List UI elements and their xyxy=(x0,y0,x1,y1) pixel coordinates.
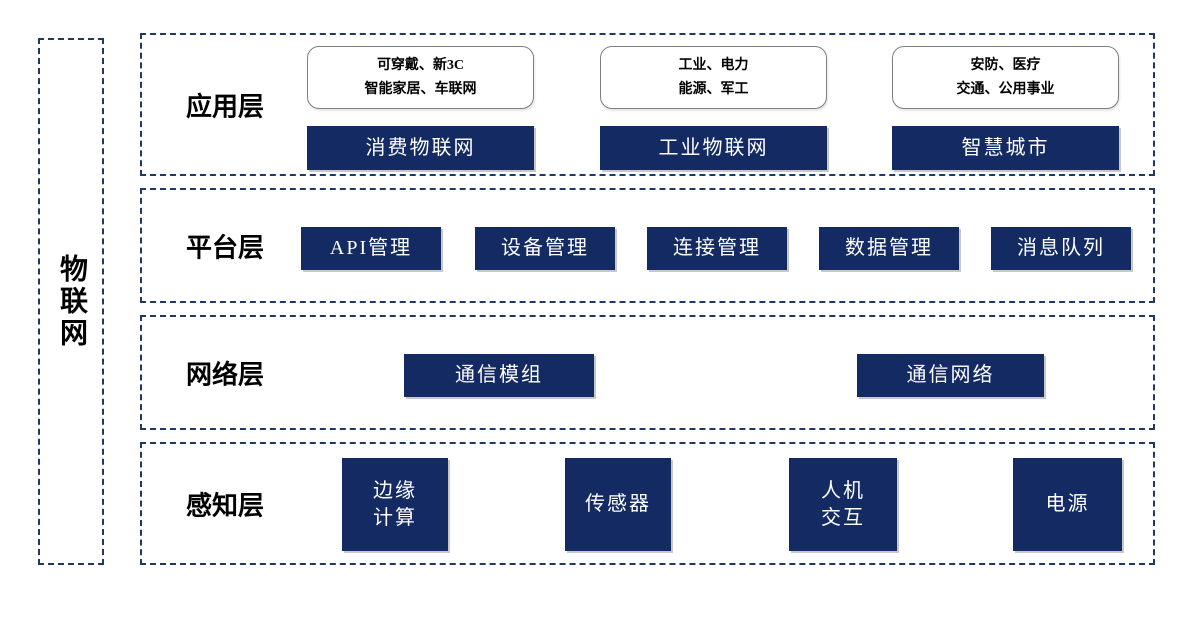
perception-box-hmi: 人机 交互 xyxy=(789,458,897,551)
box-line: 边缘 xyxy=(373,479,417,502)
box-line: 电源 xyxy=(1045,493,1090,515)
layer-network: 网络层 通信模组 通信网络 xyxy=(140,315,1155,430)
application-tag-industrial: 工业、电力 能源、军工 xyxy=(600,46,827,109)
application-box-smart-city: 智慧城市 xyxy=(892,126,1119,170)
tag-line: 可穿戴、新3C xyxy=(376,58,465,74)
application-tag-consumer: 可穿戴、新3C 智能家居、车联网 xyxy=(307,46,534,109)
application-box-industrial-iot: 工业物联网 xyxy=(600,126,827,170)
box-label: 工业物联网 xyxy=(658,136,769,159)
layer-platform: 平台层 API管理 设备管理 连接管理 数据管理 消息队列 xyxy=(140,188,1155,303)
layer-perception-label: 感知层 xyxy=(186,490,265,520)
application-box-consumer-iot: 消费物联网 xyxy=(307,126,534,170)
tag-line: 能源、军工 xyxy=(678,81,749,97)
iot-side-band-label: 物联网 xyxy=(56,253,87,350)
tag-line: 安防、医疗 xyxy=(970,58,1041,74)
box-label: 消费物联网 xyxy=(365,136,476,159)
layer-perception: 感知层 边缘 计算 传感器 人机 交互 电源 xyxy=(140,442,1155,565)
box-label: 通信模组 xyxy=(455,364,543,386)
box-line: 计算 xyxy=(373,506,417,529)
layer-application: 应用层 可穿戴、新3C 智能家居、车联网 消费物联网 工业、电力 能源、军工 工… xyxy=(140,33,1155,176)
layer-application-label: 应用层 xyxy=(186,91,265,121)
box-label: 连接管理 xyxy=(673,237,761,259)
perception-box-power: 电源 xyxy=(1013,458,1122,551)
iot-side-band: 物联网 xyxy=(38,38,104,565)
box-line: 交互 xyxy=(821,506,865,529)
box-label: 通信网络 xyxy=(906,364,995,386)
layer-platform-label: 平台层 xyxy=(186,232,265,262)
box-label: 智慧城市 xyxy=(961,136,1050,159)
layer-network-label: 网络层 xyxy=(186,359,265,389)
platform-box-data-management: 数据管理 xyxy=(819,227,959,270)
application-tag-city: 安防、医疗 交通、公用事业 xyxy=(892,46,1119,109)
platform-box-api-management: API管理 xyxy=(301,227,441,270)
perception-box-sensor: 传感器 xyxy=(565,458,671,551)
tag-line: 交通、公用事业 xyxy=(956,81,1055,97)
perception-box-edge-computing: 边缘 计算 xyxy=(342,458,448,551)
box-label: 消息队列 xyxy=(1017,237,1105,259)
tag-line: 工业、电力 xyxy=(678,58,749,74)
platform-box-device-management: 设备管理 xyxy=(475,227,615,270)
network-box-comm-module: 通信模组 xyxy=(404,354,594,397)
box-line: 传感器 xyxy=(585,493,651,515)
platform-box-connection-management: 连接管理 xyxy=(647,227,787,270)
tag-line: 智能家居、车联网 xyxy=(364,81,477,97)
box-label: 设备管理 xyxy=(501,237,589,259)
box-label: API管理 xyxy=(329,237,413,259)
network-box-comm-network: 通信网络 xyxy=(857,354,1044,397)
box-line: 人机 xyxy=(821,479,865,502)
box-label: 数据管理 xyxy=(845,237,933,259)
platform-box-message-queue: 消息队列 xyxy=(991,227,1131,270)
